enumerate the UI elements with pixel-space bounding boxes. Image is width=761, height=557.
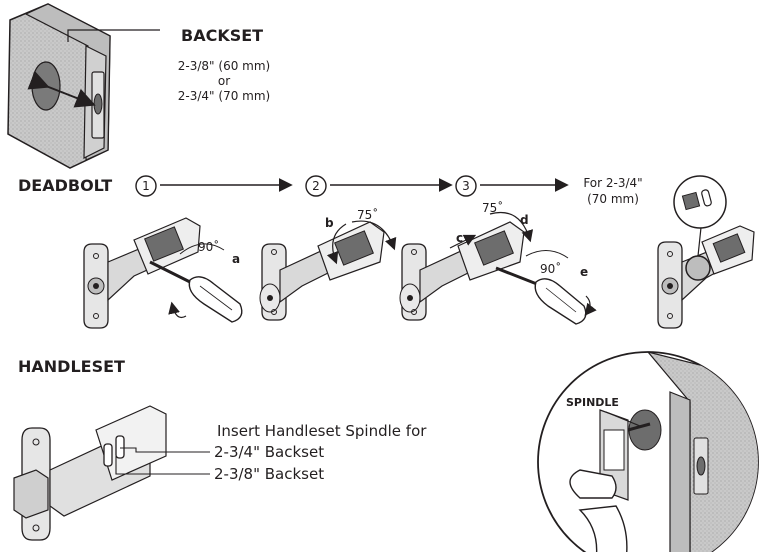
step-3-angle-75: 75˚	[482, 200, 503, 215]
handleset-latch-illustration	[13, 405, 210, 541]
step-1-angle-label: 90˚	[198, 239, 219, 254]
handleset-title: HANDLESET	[18, 357, 125, 376]
step-3-label-e: e	[580, 265, 588, 279]
step-2-marker: 2	[305, 175, 327, 197]
step-3-label-d: d	[520, 213, 529, 227]
spindle-detail-illustration	[537, 351, 759, 557]
step-3-label-c: c	[456, 231, 463, 245]
handleset-option-2: 2-3/8" Backset	[214, 465, 324, 483]
deadbolt-note-line-1: For 2-3/4"	[583, 176, 642, 190]
step-1-label-a: a	[232, 252, 240, 266]
step-2-label-b: b	[325, 216, 334, 230]
handleset-instruction: Insert Handleset Spindle for	[217, 422, 427, 440]
backset-door-illustration	[7, 3, 160, 169]
step-3-latch-illustration	[399, 212, 597, 325]
deadbolt-note-line-2: (70 mm)	[587, 192, 639, 206]
step-3-number: 3	[462, 179, 470, 193]
step-4-latch-illustration	[657, 175, 755, 329]
spindle-label: SPINDLE	[566, 396, 619, 409]
backset-or: or	[218, 74, 230, 88]
backset-title: BACKSET	[181, 26, 263, 45]
step-3-angle-90: 90˚	[540, 261, 561, 276]
step-2-number: 2	[312, 179, 320, 193]
step-1-marker: 1	[135, 175, 157, 197]
backset-option-2: 2-3/4" (70 mm)	[178, 89, 270, 103]
step-2-latch-illustration	[259, 220, 397, 321]
backset-option-1: 2-3/8" (60 mm)	[178, 59, 270, 73]
step-1-number: 1	[142, 179, 150, 193]
step-1-latch-illustration	[83, 217, 243, 329]
step-3-marker: 3	[455, 175, 477, 197]
handleset-option-1: 2-3/4" Backset	[214, 443, 324, 461]
step-2-angle-label: 75˚	[357, 207, 378, 222]
deadbolt-title: DEADBOLT	[18, 176, 112, 195]
